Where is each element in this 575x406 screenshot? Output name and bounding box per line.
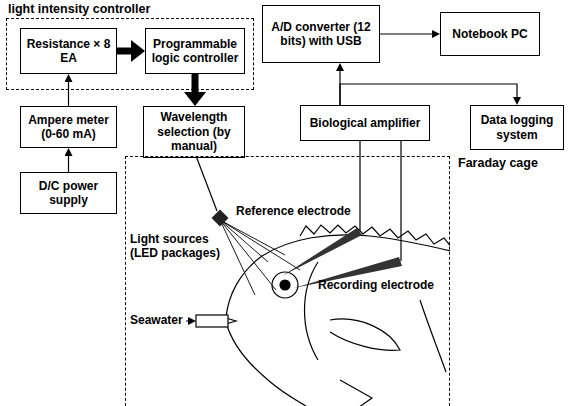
power-box: D/C power supply [20,172,117,214]
control-arrow [117,48,131,55]
box-label: Notebook PC [452,27,527,41]
controller-group: light intensity controllerResistance × 8… [6,2,254,90]
plc-box: Programmable logic controller [145,28,245,74]
box-label: Wavelength selection (by manual) [147,110,241,153]
anal-fin [420,300,446,372]
box-label: Ampere meter (0-60 mA) [24,113,113,142]
resistor-box: Resistance × 8 EA [20,28,117,74]
electrode-wire [400,140,401,261]
light-ray [220,220,285,255]
signal-arrow [68,82,69,106]
pelvic-fin [340,380,372,406]
reference-electrode [282,228,362,276]
box-label: Biological amplifier [310,116,421,130]
figure-label: Reference electrode [236,204,358,218]
computer-box: Notebook PC [440,12,540,56]
fish-pupil [280,280,290,290]
seawater-arrow [186,320,188,321]
group-heading: light intensity controller [8,2,150,16]
signal-arrow [340,84,517,105]
figure-label: Light sources (LED packages) [130,232,224,261]
amplifier-box: Biological amplifier [300,105,430,141]
light-ray [220,220,268,262]
electrode-wire [359,140,360,231]
gill-cover [305,262,319,360]
figure-label: Seawater [130,313,188,327]
box-label: Programmable logic controller [149,37,241,66]
seawater-tube [196,315,228,327]
meter-box: Ampere meter (0-60 mA) [20,106,117,148]
selector-box: Wavelength selection (by manual) [143,106,245,158]
fish-eye [272,272,298,298]
figure-label: Recording electrode [318,278,448,292]
box-label: D/C power supply [24,179,113,208]
box-label: Data logging system [474,113,560,142]
pectoral-fin [330,319,400,350]
group-heading: Faraday cage [458,156,538,170]
box-label: Resistance × 8 EA [24,37,113,66]
light-ray [220,220,276,290]
led-package [212,210,229,227]
signal-arrow [68,156,69,172]
light-ray [220,220,300,270]
converter-box: A/D converter (12 bits) with USB [262,5,380,63]
signal-arrow [380,33,432,34]
logger-box: Data logging system [470,105,564,150]
box-label: A/D converter (12 bits) with USB [266,20,376,49]
fish-belly [226,322,312,406]
dorsal-fin [300,225,450,248]
